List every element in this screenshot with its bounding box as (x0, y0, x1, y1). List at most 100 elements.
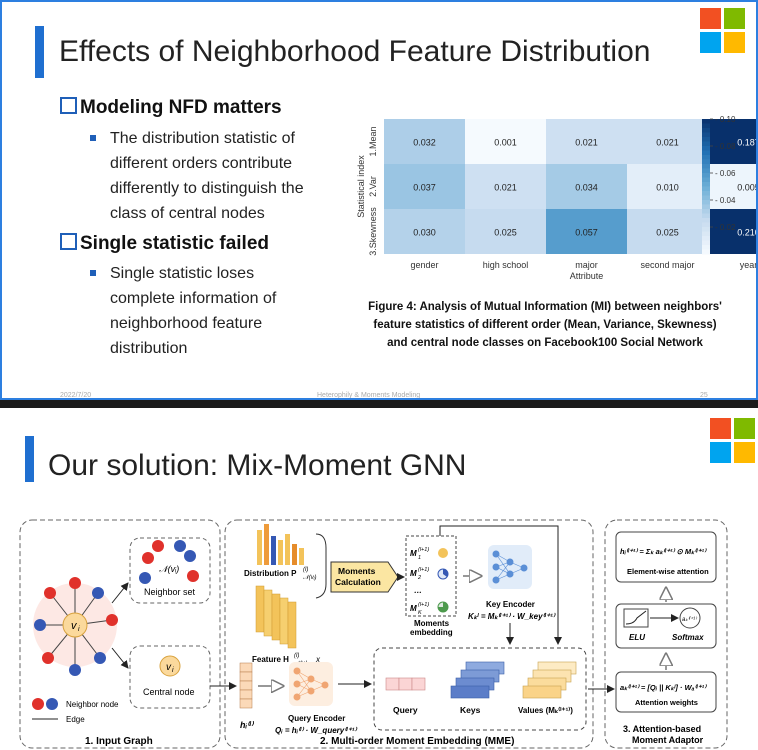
heatmap-cell (465, 119, 546, 164)
attention-adaptor-section: hᵢ⁽ˡ⁺¹⁾ = Σₖ aₖ⁽ˡ⁺¹⁾ ⊙ Mₖ⁽ˡ⁺¹⁾ Element-w… (615, 531, 717, 745)
heatmap-cell (708, 119, 756, 164)
feature-matrix (255, 585, 297, 649)
slide-effects-nfd: Effects of Neighborhood Feature Distribu… (0, 0, 758, 400)
footer-page-number: 25 (700, 392, 708, 399)
x-tick-label: year (740, 260, 758, 270)
heatmap-cell-label: 0.021 (575, 138, 598, 148)
caption-line: Figure 4: Analysis of Mutual Information… (368, 301, 722, 313)
checkbox-bullet-icon (60, 97, 77, 114)
moment-2-label: M (410, 569, 417, 578)
y-axis-label: Statistical index (356, 155, 366, 218)
bullet-line: differently to distinguish the (110, 180, 304, 197)
colorbar-segment (702, 236, 710, 241)
moment-k-label: M (410, 604, 417, 613)
feature-superscript: (l) (294, 653, 299, 659)
section-3-label: Moment Adaptor (632, 735, 704, 745)
legend-red-node-icon (32, 698, 44, 710)
curly-bracket (315, 533, 327, 599)
moment-2-sup: (l+1) (418, 567, 429, 573)
feature-x-label: x (315, 655, 321, 664)
colorbar-segment (702, 141, 710, 147)
neighbor-node (94, 652, 106, 664)
neighbor-set-symbol: 𝒩(vᵢ) (159, 564, 179, 574)
colorbar-segment (702, 222, 710, 228)
heatmap-cell-label: 0.034 (575, 183, 598, 193)
colorbar-segment (702, 227, 710, 232)
colorbar-tick-label: - 0.02 (715, 223, 736, 232)
colorbar-segment (702, 168, 710, 174)
colorbar-segment (702, 245, 710, 250)
colorbar-segment (702, 137, 710, 142)
softmax-label: Softmax (672, 633, 704, 642)
colorbar-segment (702, 195, 710, 201)
bullet-line: different orders contribute (110, 155, 293, 172)
y-tick-label: 2.Var (368, 176, 378, 197)
neighbor-node (69, 577, 81, 589)
section-2-label: 2. Multi-order Moment Embedding (MME) (320, 736, 514, 747)
softmax-node-label: aₖ⁽ˡ⁺¹⁾ (682, 616, 697, 623)
heatmap-cell-label: 0.021 (494, 183, 517, 193)
colorbar-tick-label: - 0.04 (715, 196, 736, 205)
moment-1-sub: 1 (418, 555, 421, 561)
heatmap-cell-label: 0.187 (737, 138, 758, 148)
heatmap-cell-label: 0.025 (656, 228, 679, 238)
slide-title: Effects of Neighborhood Feature Distribu… (59, 35, 651, 68)
square-bullet-icon (90, 135, 96, 141)
figure-caption: Figure 4: Analysis of Mutual Information… (340, 298, 750, 352)
elementwise-formula: hᵢ⁽ˡ⁺¹⁾ = Σₖ aₖ⁽ˡ⁺¹⁾ ⊙ Mₖ⁽ˡ⁺¹⁾ (620, 547, 707, 556)
elu-label: ELU (629, 633, 645, 642)
footer-title: Heterophily & Moments Modeling (317, 392, 421, 399)
hi-vector (239, 662, 253, 709)
bullet-line: The distribution statistic of (110, 130, 295, 147)
colorbar-segment (702, 159, 710, 165)
slide-title: Our solution: Mix-Moment GNN (48, 449, 467, 482)
legend-edge: Edge (66, 715, 85, 724)
y-tick-label: 1.Mean (368, 126, 378, 156)
bullet-line: neighborhood feature (110, 315, 263, 332)
colorbar-tick-label: - 0.10 (715, 115, 736, 124)
colorbar-segment (702, 218, 710, 223)
neighbor-node (106, 614, 118, 626)
caption-line: and central node classes on Facebook100 … (387, 337, 703, 349)
query-encoder-formula: Qᵢ = hᵢ⁽ˡ⁾ · W_query⁽ˡ⁺¹⁾ (275, 726, 358, 735)
distribution-label: Distribution P (244, 569, 297, 578)
microsoft-logo-icon (710, 418, 756, 464)
moment-k-sub: K (418, 610, 422, 616)
colorbar-segment (702, 128, 710, 133)
title-accent-bar (25, 436, 34, 482)
colorbar-segment (702, 150, 710, 156)
input-graph-frame (19, 519, 221, 749)
legend-neighbor-node: Neighbor node (66, 700, 119, 709)
moments-embedding-label: Moments (414, 619, 450, 628)
bullet-line: Single statistic loses (110, 265, 255, 282)
key-encoder-formula: Kₖˡ = Mₖ⁽ˡ⁺¹⁾ · W_key⁽ˡ⁺¹⁾ (468, 612, 556, 621)
moments-embedding-label: embedding (410, 628, 453, 637)
distribution-superscript: (l) (303, 567, 308, 573)
y-tick-label: 3.Skewness (368, 207, 378, 256)
moment-k-sup: (l+1) (418, 602, 429, 608)
heatmap-cell (627, 209, 708, 254)
moment-ellipsis: … (414, 586, 422, 595)
feature-label: Feature H (252, 655, 289, 664)
query-label: Query (393, 705, 418, 715)
x-tick-label: major (575, 260, 598, 270)
values-route-line (439, 525, 562, 645)
moments-calculation-box (330, 561, 399, 593)
moment-1-sup: (l+1) (418, 547, 429, 553)
elementwise-label: Element-wise attention (627, 567, 709, 576)
moments-calculation-label: Calculation (335, 577, 381, 587)
neighbor-node (34, 619, 46, 631)
colorbar-segment (702, 186, 710, 192)
attention-weights-label: Attention weights (635, 698, 698, 707)
bullet-line: distribution (110, 340, 188, 357)
moment-1-pie-icon (438, 548, 448, 558)
input-graph: v i 𝒩(vᵢ) Neighbor set v i Central node … (32, 537, 211, 747)
keys-tensor (450, 661, 505, 699)
heatmap-cell (627, 119, 708, 164)
heatmap-cell (708, 164, 756, 209)
heatmap-cell (708, 209, 756, 254)
heatmap-cell (465, 164, 546, 209)
central-node-box-subscript: i (172, 667, 174, 674)
heatmap-cell-label: 0.057 (575, 228, 598, 238)
colorbar-segment (702, 191, 710, 196)
